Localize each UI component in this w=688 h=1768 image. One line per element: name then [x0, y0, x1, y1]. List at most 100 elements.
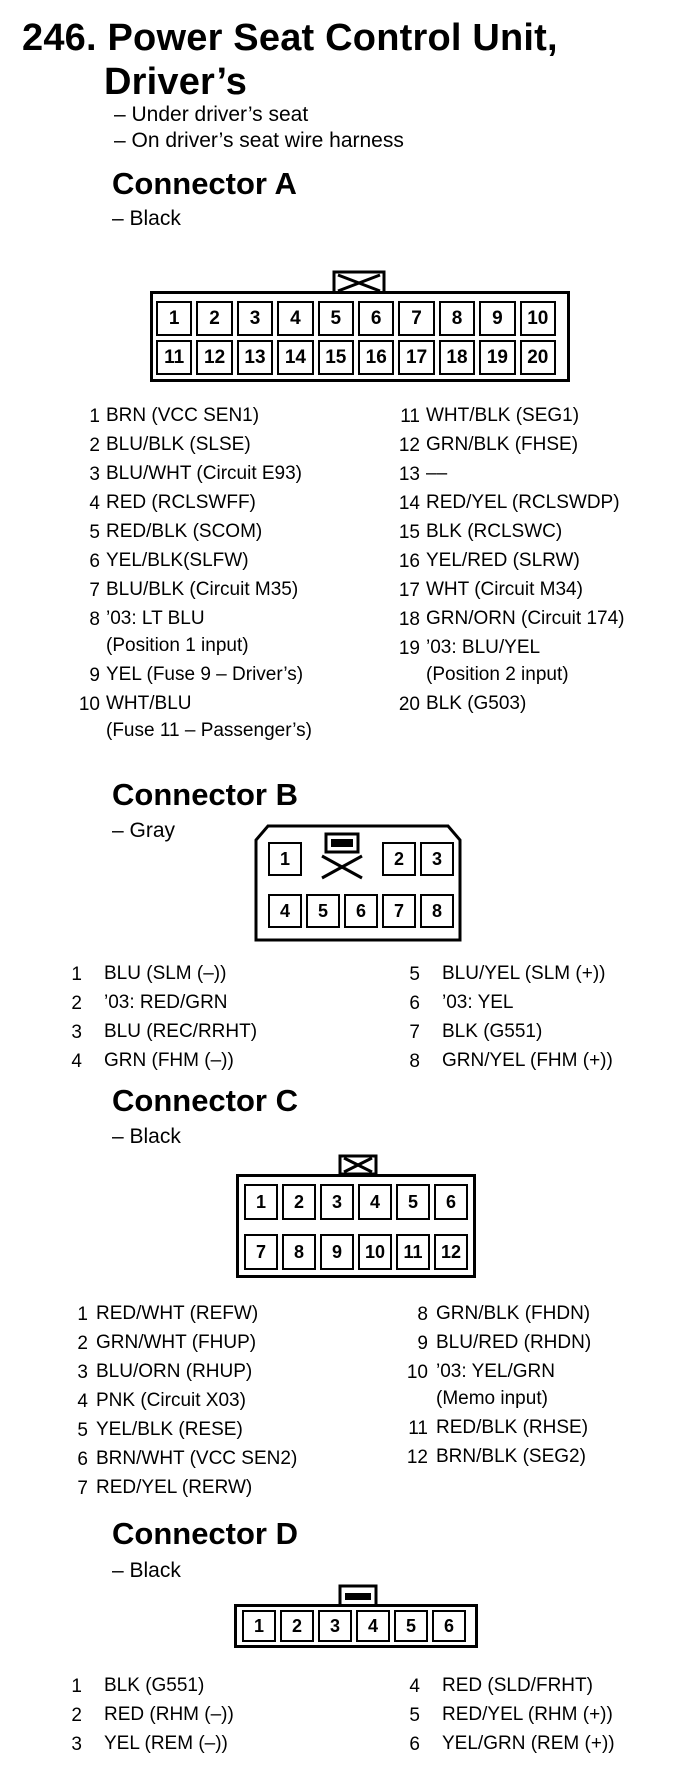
pin-wire-line: RED/BLK (SCOM) — [106, 521, 263, 542]
pin-wire-description: RED/YEL (RCLSWDP) — [426, 489, 620, 516]
pin-number: 6 — [409, 1734, 420, 1755]
pin-row: 7 BLK (G551) — [406, 1018, 542, 1047]
pin-wire-description: BLU/YEL (SLM (+)) — [442, 960, 605, 987]
page-title: 246. Power Seat Control Unit, Driver’s — [22, 16, 558, 104]
cavity: 11 — [156, 340, 193, 375]
pin-wire-line: BRN/WHT (VCC SEN2) — [96, 1448, 298, 1469]
pin-number: 18 — [398, 609, 420, 630]
pin-wire-description: BLU/WHT (Circuit E93) — [106, 460, 302, 487]
pin-number: 3 — [77, 1362, 88, 1383]
pin-wire-line: BLK (G551) — [442, 1021, 543, 1042]
cavity: 10 — [358, 1234, 392, 1270]
pin-wire-line: YEL/BLK (RESE) — [96, 1419, 243, 1440]
cavity: 5 — [394, 1610, 428, 1642]
cavity: 19 — [479, 340, 516, 375]
cavity: 13 — [236, 340, 274, 375]
pin-wire-description: ’03: YEL — [442, 989, 513, 1016]
pin-wire-line: YEL/GRN (REM (+)) — [442, 1733, 615, 1754]
pin-number: 3 — [71, 1734, 82, 1755]
pin-row: 8 ’03: LT BLU(Position 1 input) — [72, 605, 249, 659]
pin-number: 7 — [409, 1022, 420, 1043]
pin-wire-description: YEL (Fuse 9 – Driver’s) — [106, 661, 303, 688]
cavity: 1 — [244, 1184, 278, 1220]
pin-wire-line: BRN/BLK (SEG2) — [436, 1446, 586, 1467]
pin-wire-description: GRN/ORN (Circuit 174) — [426, 605, 624, 632]
pin-wire-description: YEL/BLK(SLFW) — [106, 547, 249, 574]
pin-number: 14 — [398, 493, 420, 514]
pin-wire-description: GRN/YEL (FHM (+)) — [442, 1047, 613, 1074]
pin-number: 2 — [71, 993, 82, 1014]
cavity: 3 — [320, 1184, 354, 1220]
pin-wire-line: RED (RCLSWFF) — [106, 492, 256, 513]
cavity: 16 — [358, 340, 395, 375]
pin-wire-line: YEL (REM (–)) — [104, 1733, 228, 1754]
cavity: 10 — [519, 301, 556, 336]
pin-wire-description: BLK (RCLSWC) — [426, 518, 562, 545]
cavity: 12 — [434, 1234, 468, 1270]
pin-wire-description: YEL/RED (SLRW) — [426, 547, 580, 574]
pin-wire-line: (Position 1 input) — [106, 635, 249, 656]
pin-number: 3 — [71, 1022, 82, 1043]
cavity: 9 — [479, 301, 516, 336]
cavity: 3 — [236, 301, 274, 336]
cavity: 7 — [244, 1234, 278, 1270]
pin-wire-description: WHT/BLU(Fuse 11 – Passenger’s) — [106, 690, 312, 744]
pin-wire-description: GRN (FHM (–)) — [104, 1047, 234, 1074]
connector-d-title: Connector D — [112, 1516, 298, 1551]
cavity: 4 — [358, 1184, 392, 1220]
pin-number: 8 — [89, 609, 100, 630]
pin-wire-line: RED/WHT (REFW) — [96, 1303, 259, 1324]
pin-wire-line: BLU/YEL (SLM (+)) — [442, 963, 606, 984]
pin-wire-line: GRN (FHM (–)) — [104, 1050, 234, 1071]
pin-wire-description: WHT (Circuit M34) — [426, 576, 583, 603]
pin-wire-description: BLK (G551) — [442, 1018, 542, 1045]
cavity: 8 — [438, 301, 476, 336]
connector-d-color: – Black — [112, 1559, 181, 1582]
pin-wire-description: RED/BLK (RHSE) — [436, 1414, 588, 1441]
pin-wire-line: GRN/WHT (FHUP) — [96, 1332, 257, 1353]
pin-number: 6 — [89, 551, 100, 572]
pin-wire-description: GRN/WHT (FHUP) — [96, 1329, 256, 1356]
cavity: 2 — [280, 1610, 314, 1642]
cavity: 8 — [282, 1234, 316, 1270]
pin-wire-line: RED (RHM (–)) — [104, 1704, 234, 1725]
pin-wire-description: RED/WHT (REFW) — [96, 1300, 258, 1327]
latch-icon — [321, 832, 363, 880]
pin-number: 2 — [71, 1705, 82, 1726]
pin-wire-line: GRN/BLK (FHDN) — [436, 1303, 591, 1324]
cavity: 12 — [196, 340, 233, 375]
pin-wire-line: YEL/BLK(SLFW) — [106, 550, 249, 571]
pin-number: 5 — [409, 964, 420, 985]
pin-number: 2 — [77, 1333, 88, 1354]
page-title-line1: 246. Power Seat Control Unit, — [22, 17, 558, 59]
location-item: – On driver’s seat wire harness — [114, 129, 404, 152]
pin-wire-description: BLK (G551) — [104, 1672, 204, 1699]
pin-wire-description: YEL/BLK (RESE) — [96, 1416, 243, 1443]
cavity: 20 — [519, 340, 556, 375]
pin-number: 7 — [77, 1478, 88, 1499]
cavity: 5 — [396, 1184, 430, 1220]
connector-b-title: Connector B — [112, 777, 298, 812]
pin-wire-description: ’03: LT BLU(Position 1 input) — [106, 605, 249, 659]
pin-wire-line: BLK (G503) — [426, 693, 527, 714]
cavity: 9 — [320, 1234, 354, 1270]
pin-wire-description: ’03: YEL/GRN(Memo input) — [436, 1358, 555, 1412]
pin-wire-line: RED/YEL (RCLSWDP) — [426, 492, 620, 513]
pin-row: 3 YEL (REM (–)) — [68, 1730, 228, 1759]
pin-wire-line: ’03: BLU/YEL — [426, 637, 541, 658]
cavity: 6 — [432, 1610, 466, 1642]
cavity: 2 — [196, 301, 233, 336]
